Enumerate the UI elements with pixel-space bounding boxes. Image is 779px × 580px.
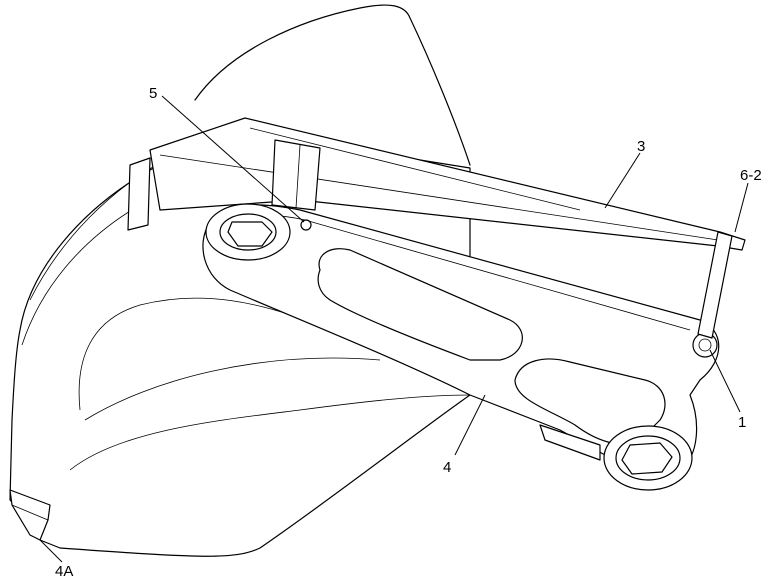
vertical-rod [697,231,733,339]
housing-inner-bowl [78,297,331,411]
leader-6-2 [734,182,749,233]
housing-contour-2 [21,204,141,346]
left-socket [227,221,273,247]
callout-1: 1 [738,414,746,431]
housing-inner-bowl-2 [84,357,381,421]
callout-4: 4 [443,459,451,476]
hex-nut [621,442,673,475]
rail-post-mid [271,139,321,211]
arm-slot-upper [317,248,523,361]
callout-6-2: 6-2 [740,167,762,184]
arm-bracket [539,424,601,461]
leader-5 [161,95,305,223]
hole-5 [300,219,312,231]
leader-1 [709,349,741,413]
leader-4a [39,539,63,563]
upper-shroud [194,4,471,166]
callout-4a: 4A [55,563,73,580]
leader-4 [454,394,486,456]
rail-post-left [127,157,151,231]
leader-3 [604,152,641,209]
callout-5: 5 [149,85,157,102]
callout-3: 3 [637,138,645,155]
housing-lower-edge [69,394,471,471]
